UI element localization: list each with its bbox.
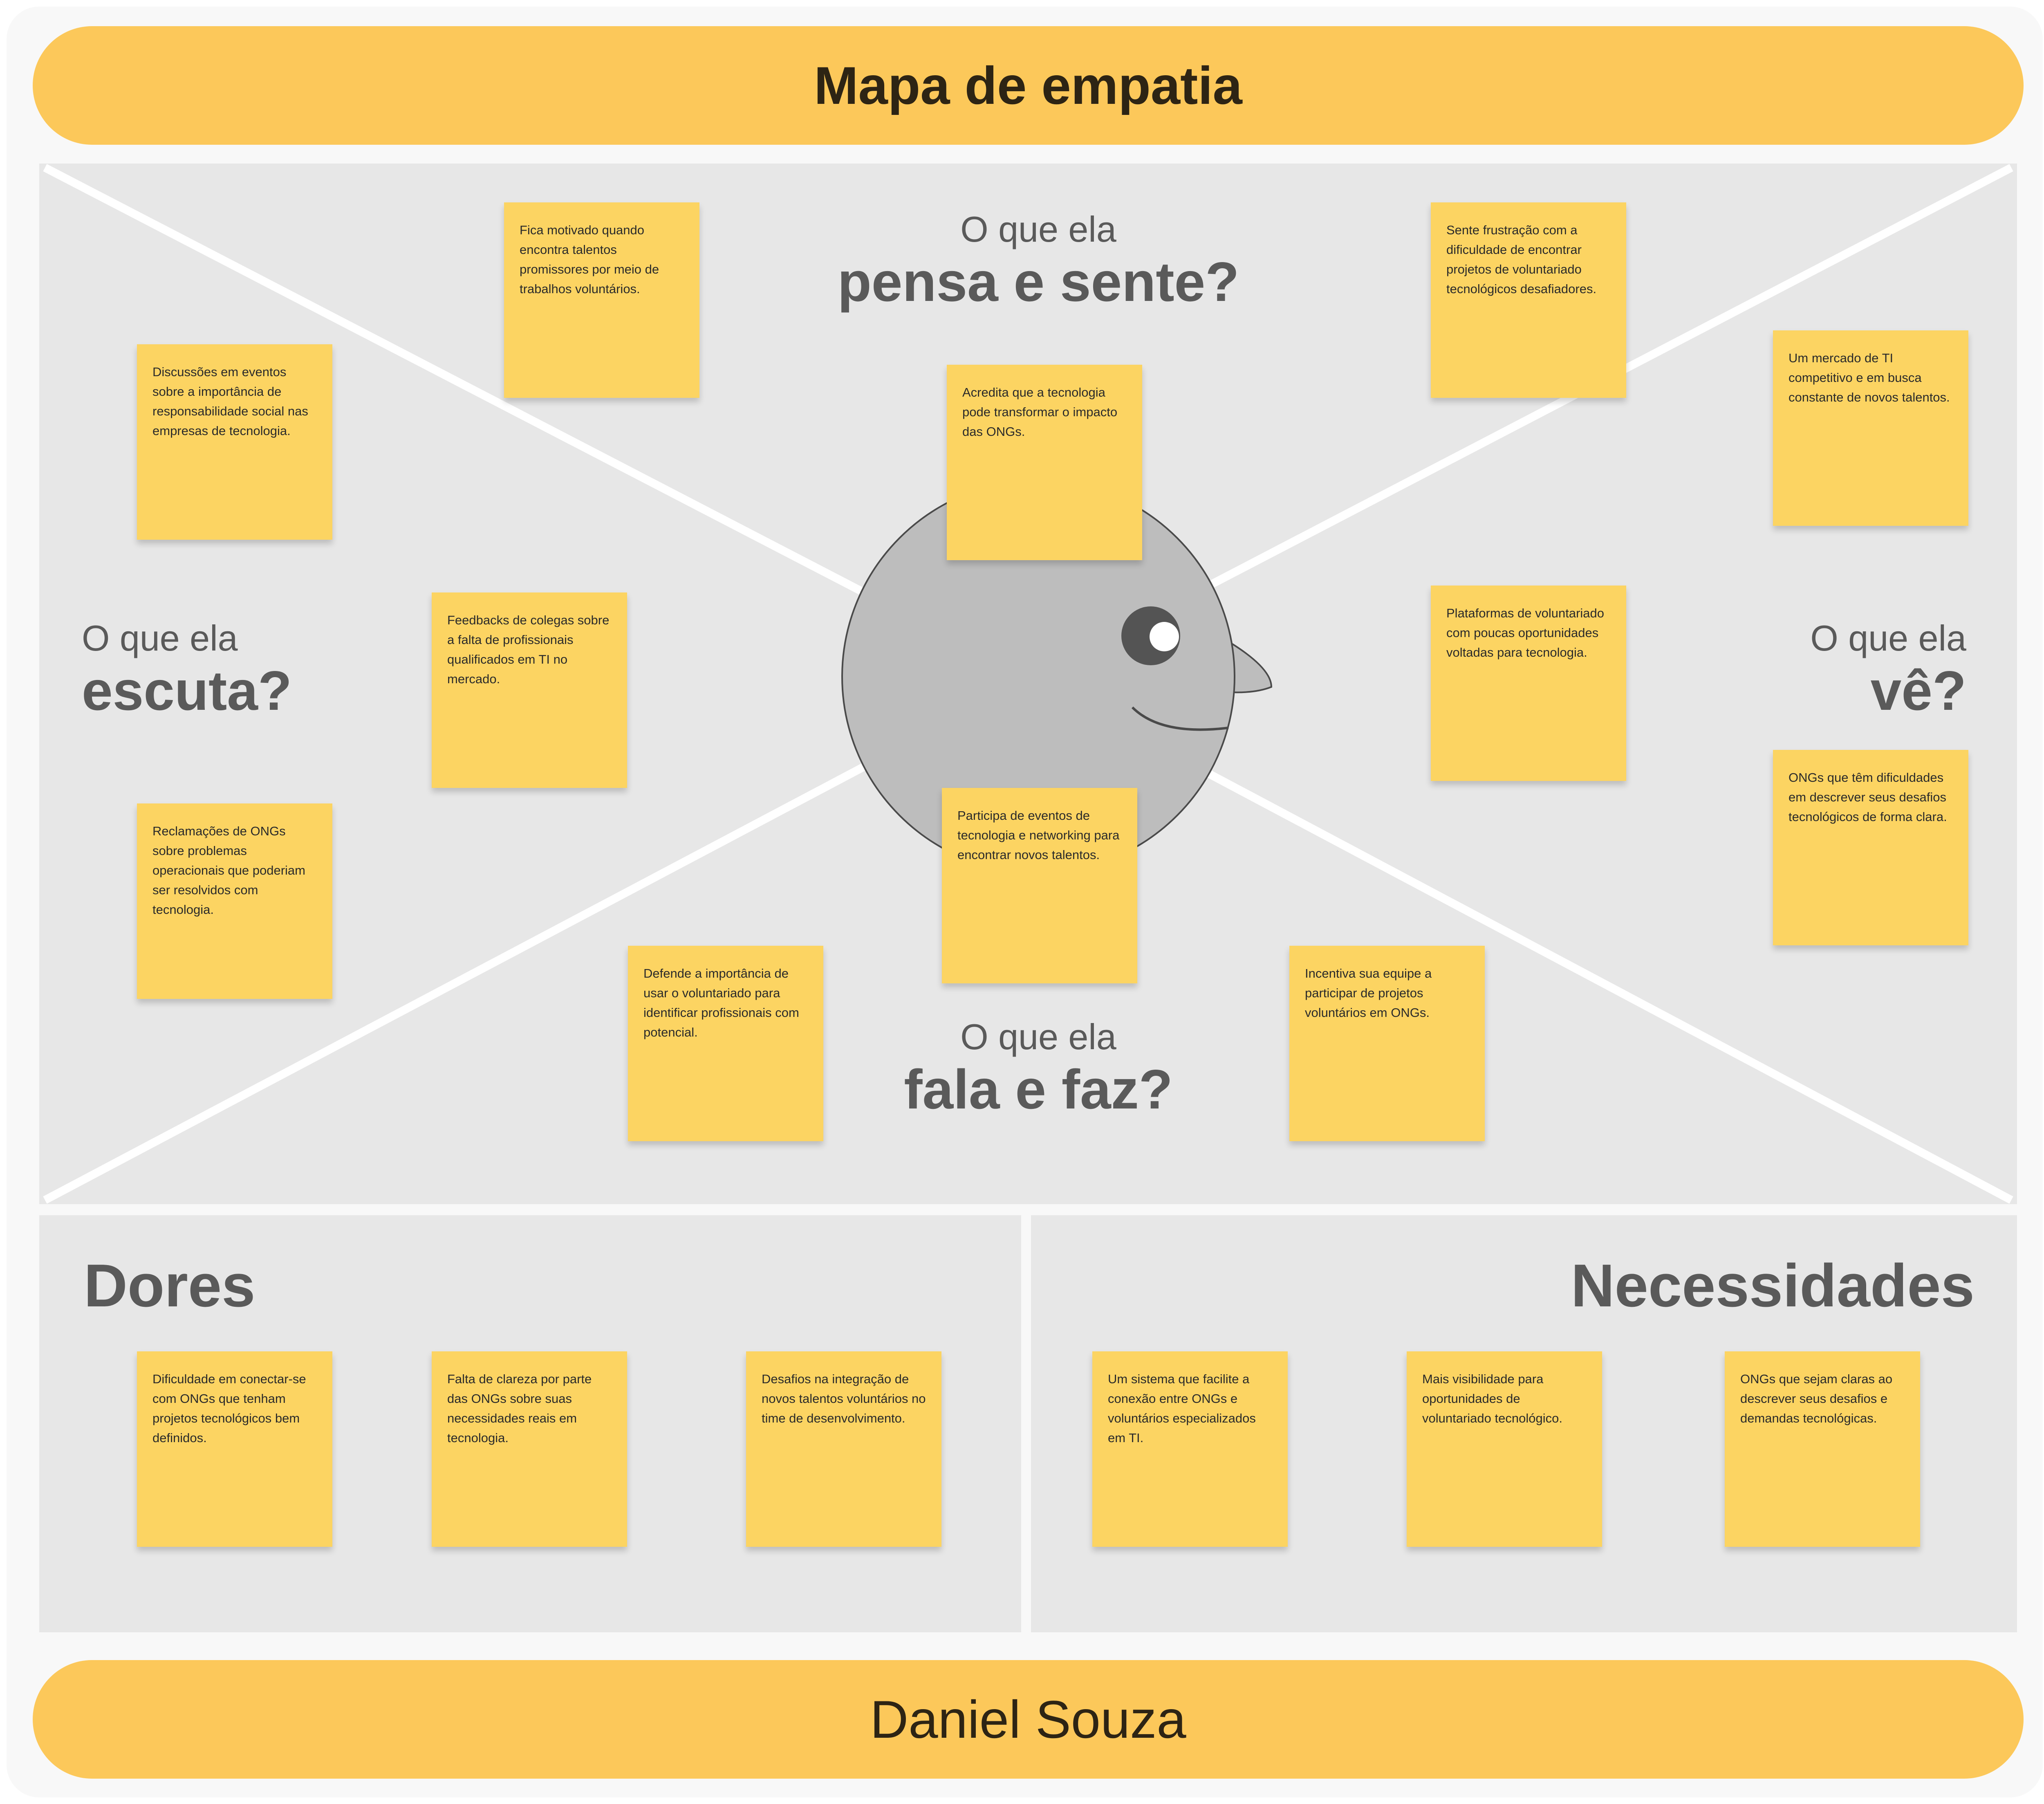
sticky-note[interactable]: Feedbacks de colegas sobre a falta de pr… (432, 592, 627, 788)
persona-name-banner: Daniel Souza (33, 1660, 2024, 1779)
quadrant-prefix: O que ela (82, 618, 238, 658)
sticky-note[interactable]: Desafios na integração de novos talentos… (746, 1351, 941, 1547)
sticky-note[interactable]: Participa de eventos de tecnologia e net… (942, 788, 1137, 983)
sticky-note[interactable]: Mais visibilidade para oportunidades de … (1407, 1351, 1602, 1547)
quadrant-title-pensa: O que ela pensa e sente? (756, 209, 1320, 314)
sticky-note[interactable]: Discussões em eventos sobre a importânci… (137, 344, 332, 540)
quadrant-title-fala: O que ela fala e faz? (797, 1016, 1280, 1122)
quadrant-prefix: O que ela (960, 1016, 1116, 1057)
sticky-note[interactable]: Fica motivado quando encontra talentos p… (504, 202, 699, 398)
quadrant-heading: fala e faz? (904, 1058, 1173, 1121)
sticky-note[interactable]: Incentiva sua equipe a participar de pro… (1289, 946, 1485, 1141)
sticky-note[interactable]: Acredita que a tecnologia pode transform… (947, 365, 1142, 560)
quadrant-prefix: O que ela (960, 209, 1116, 249)
persona-name: Daniel Souza (870, 1690, 1186, 1749)
sticky-note[interactable]: Falta de clareza por parte das ONGs sobr… (432, 1351, 627, 1547)
sticky-note[interactable]: Reclamações de ONGs sobre problemas oper… (137, 803, 332, 999)
sticky-note[interactable]: ONGs que têm dificuldades em descrever s… (1773, 750, 1968, 945)
quadrant-prefix: O que ela (1810, 618, 1966, 658)
quadrant-title-ve: O que ela vê? (1639, 617, 1966, 723)
necessidades-title: Necessidades (1571, 1252, 1975, 1319)
sticky-note[interactable]: Um sistema que facilite a conexão entre … (1092, 1351, 1288, 1547)
page-title: Mapa de empatia (814, 56, 1242, 115)
sticky-note[interactable]: Sente frustração com a dificuldade de en… (1431, 202, 1626, 398)
sticky-note[interactable]: Dificuldade em conectar-se com ONGs que … (137, 1351, 332, 1547)
sticky-note[interactable]: Um mercado de TI competitivo e em busca … (1773, 330, 1968, 526)
sticky-note[interactable]: ONGs que sejam claras ao descrever seus … (1725, 1351, 1920, 1547)
header-banner: Mapa de empatia (33, 26, 2024, 145)
sticky-note[interactable]: Defende a importância de usar o voluntar… (628, 946, 823, 1141)
dores-title: Dores (84, 1252, 256, 1319)
quadrant-title-escuta: O que ela escuta? (82, 617, 450, 723)
quadrant-heading: vê? (1870, 660, 1966, 722)
quadrant-heading: escuta? (82, 660, 292, 722)
quadrant-heading: pensa e sente? (837, 251, 1239, 313)
sticky-note[interactable]: Plataformas de voluntariado com poucas o… (1431, 586, 1626, 781)
